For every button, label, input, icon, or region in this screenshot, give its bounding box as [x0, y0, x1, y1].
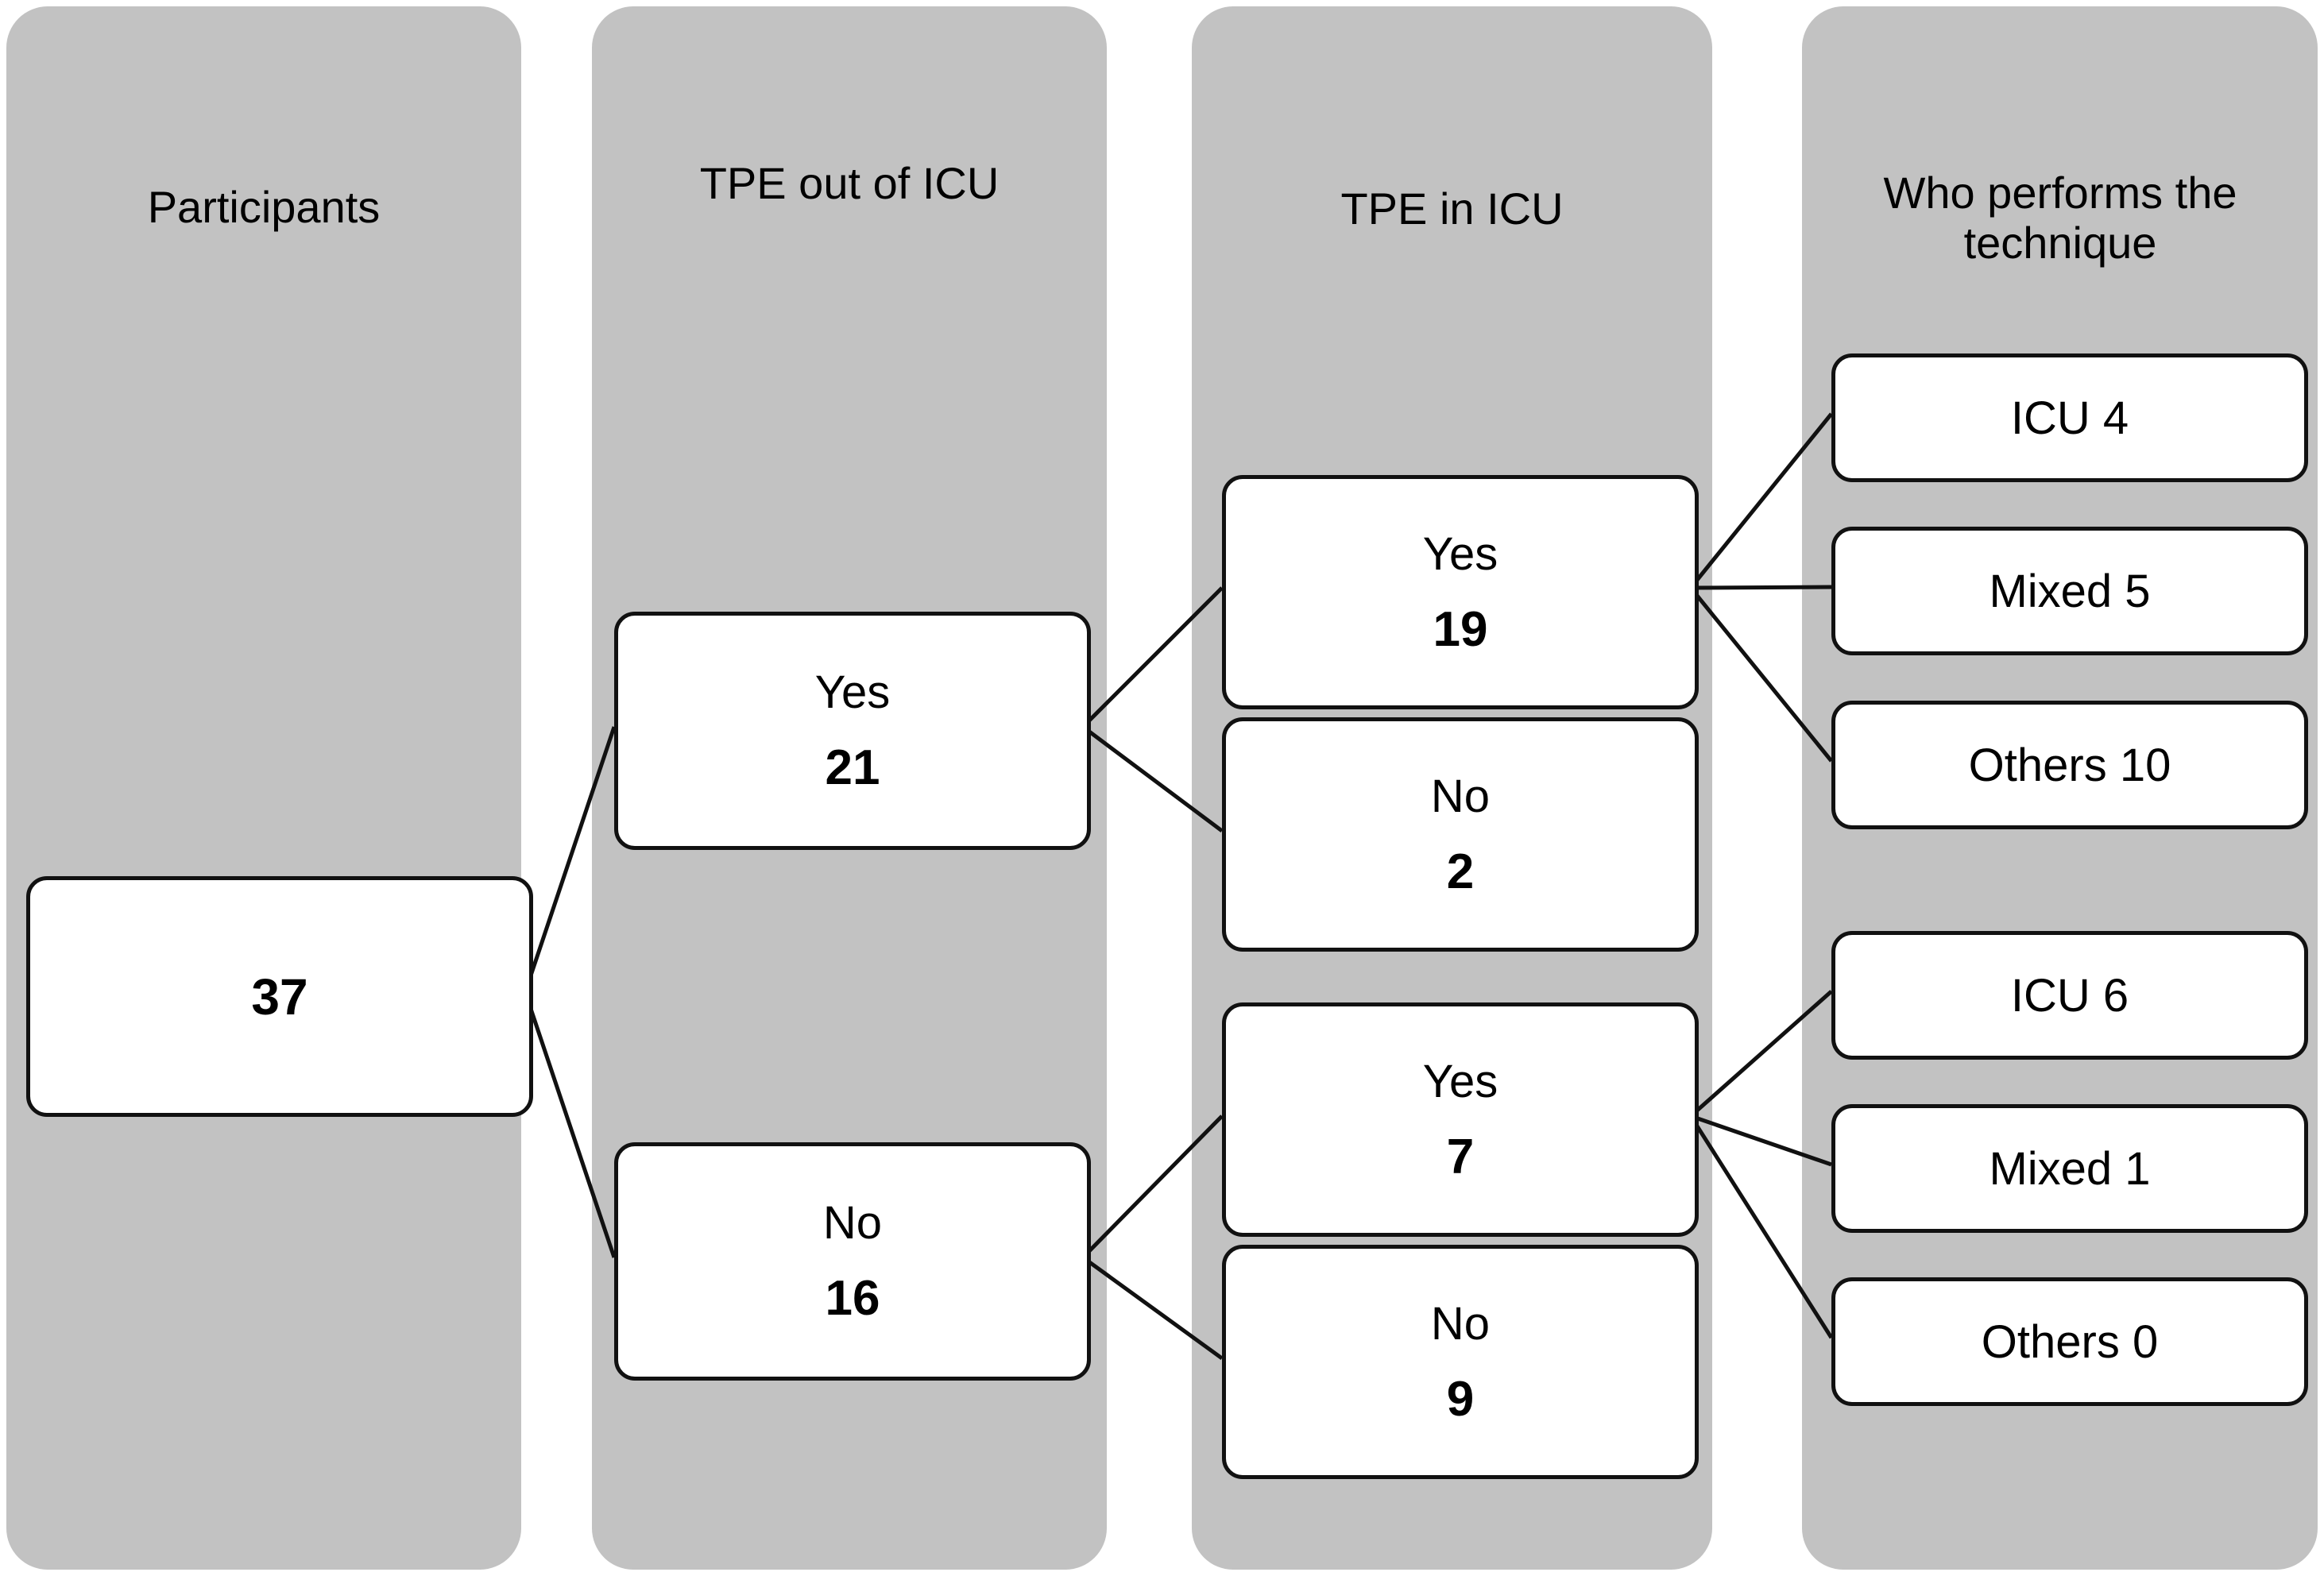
connector-out_no-to-in_no_b — [1081, 1255, 1224, 1361]
column-band-participants — [6, 6, 521, 1570]
node-in_no_a: No 2 — [1222, 717, 1699, 952]
connector-in_yes_b-to-who_icu_b — [1689, 990, 1833, 1118]
node-in_yes_a: Yes 19 — [1222, 475, 1699, 709]
node-label-who_icu_b: ICU 6 — [2010, 969, 2129, 1022]
node-who_mixed_b: Mixed 1 — [1831, 1104, 2308, 1233]
node-label-in_no_a: No — [1430, 770, 1491, 822]
node-label-out_yes: Yes — [814, 666, 891, 718]
node-root: 37 — [26, 876, 533, 1117]
node-label-who_other_a: Others 10 — [1968, 739, 2171, 791]
column-title-who_performs: Who performs the technique — [1883, 168, 2237, 268]
node-in_yes_b: Yes 7 — [1222, 1002, 1699, 1237]
node-out_yes: Yes 21 — [614, 612, 1091, 850]
node-label-in_yes_a: Yes — [1422, 527, 1498, 580]
node-label-in_yes_b: Yes — [1422, 1055, 1498, 1107]
connector-root-to-out_no — [523, 991, 617, 1258]
connector-in_yes_b-to-who_mixed_b — [1690, 1114, 1832, 1167]
node-label-out_no: No — [822, 1197, 883, 1249]
node-in_no_b: No 9 — [1222, 1245, 1699, 1479]
connector-in_yes_b-to-who_other_b — [1688, 1114, 1834, 1339]
node-value-in_yes_b: 7 — [1446, 1129, 1475, 1184]
node-value-in_yes_a: 19 — [1433, 601, 1488, 657]
connector-in_yes_a-to-who_mixed_a — [1690, 585, 1832, 590]
connector-in_yes_a-to-who_other_a — [1689, 586, 1833, 763]
node-label-who_mixed_a: Mixed 5 — [1989, 565, 2151, 617]
connector-out_yes-to-in_no_a — [1081, 724, 1224, 833]
column-title-participants: Participants — [147, 182, 381, 232]
node-label-who_icu_a: ICU 4 — [2010, 392, 2129, 444]
node-label-in_no_b: No — [1430, 1297, 1491, 1350]
connector-out_no-to-in_yes_b — [1081, 1114, 1224, 1259]
node-who_icu_b: ICU 6 — [1831, 931, 2308, 1060]
node-who_icu_a: ICU 4 — [1831, 353, 2308, 482]
node-label-who_mixed_b: Mixed 1 — [1989, 1142, 2151, 1195]
node-value-root: 37 — [251, 968, 308, 1026]
node-value-in_no_a: 2 — [1446, 844, 1475, 899]
connector-in_yes_a-to-who_icu_a — [1689, 412, 1833, 589]
node-who_other_a: Others 10 — [1831, 701, 2308, 829]
node-value-out_no: 16 — [825, 1271, 880, 1326]
connector-out_yes-to-in_yes_a — [1081, 586, 1224, 728]
node-value-out_yes: 21 — [825, 740, 880, 795]
node-who_other_b: Others 0 — [1831, 1277, 2308, 1406]
node-value-in_no_b: 9 — [1446, 1371, 1475, 1427]
node-label-who_other_b: Others 0 — [1981, 1315, 2159, 1368]
connector-root-to-out_yes — [523, 726, 617, 993]
column-title-tpe_out_icu: TPE out of ICU — [699, 158, 1000, 208]
node-out_no: No 16 — [614, 1142, 1091, 1381]
column-title-tpe_in_icu: TPE in ICU — [1340, 183, 1564, 234]
node-who_mixed_a: Mixed 5 — [1831, 527, 2308, 655]
